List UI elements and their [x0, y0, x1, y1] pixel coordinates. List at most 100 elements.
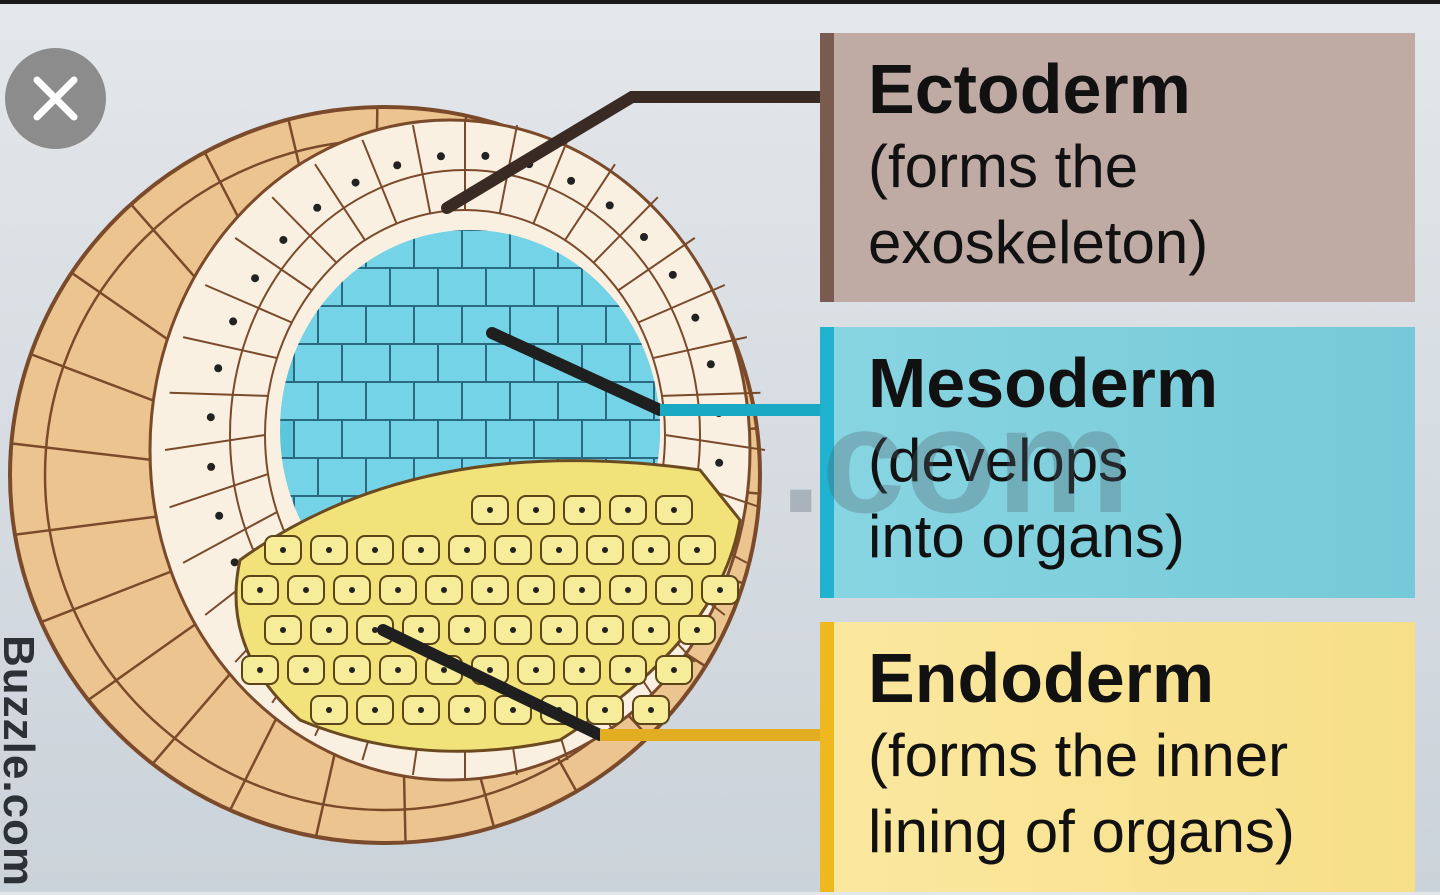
cell-nucleus: [533, 667, 539, 673]
cell: [317, 305, 367, 345]
cell: [280, 381, 319, 421]
mesoderm-leader-dark: [486, 327, 666, 416]
cell: [581, 419, 631, 459]
cell-nucleus: [418, 627, 424, 633]
cell-nucleus: [279, 235, 288, 244]
cell-nucleus: [349, 667, 355, 673]
cell-nucleus: [464, 627, 470, 633]
cell-nucleus: [418, 707, 424, 713]
cell: [317, 457, 367, 497]
cell-nucleus: [533, 507, 539, 513]
cell: [461, 381, 511, 421]
cell-nucleus: [533, 587, 539, 593]
cell-nucleus: [671, 507, 677, 513]
cell: [557, 305, 607, 345]
cell-wall: [361, 139, 398, 224]
cell-nucleus: [229, 317, 238, 326]
cell: [437, 419, 487, 459]
cell-wall: [314, 163, 366, 241]
cell-wall: [564, 163, 616, 241]
cell-nucleus: [556, 547, 562, 553]
cell-wall: [637, 284, 726, 324]
endoderm-accent-bar: [820, 622, 834, 892]
cell: [629, 419, 660, 459]
cell-nucleus: [206, 413, 215, 422]
cell-nucleus: [671, 667, 677, 673]
cell-nucleus: [694, 547, 700, 553]
cell-nucleus: [602, 627, 608, 633]
ectoderm-leader: [441, 91, 826, 214]
cell-nucleus: [441, 667, 447, 673]
cell-nucleus: [567, 176, 576, 185]
cell-nucleus: [648, 707, 654, 713]
cell-nucleus: [706, 360, 715, 369]
cell-nucleus: [207, 462, 216, 471]
cell-nucleus: [648, 627, 654, 633]
cell-wall: [182, 336, 278, 360]
cell: [461, 230, 511, 269]
ectoderm-desc-1: (forms the: [868, 133, 1139, 200]
label-endoderm: Endoderm (forms the inner lining of orga…: [820, 622, 1415, 892]
cell-nucleus: [230, 558, 239, 567]
cell-nucleus: [605, 201, 614, 210]
cell-wall: [592, 196, 659, 264]
cell-nucleus: [487, 587, 493, 593]
cell-nucleus: [441, 587, 447, 593]
cell: [533, 267, 583, 307]
cell: [293, 343, 343, 383]
cell-nucleus: [303, 667, 309, 673]
cell-nucleus: [280, 627, 286, 633]
close-button[interactable]: [5, 48, 106, 149]
cell: [365, 381, 415, 421]
cell-wall: [411, 124, 432, 214]
watermark-side: Buzzle.com: [0, 635, 43, 888]
cell-nucleus: [349, 587, 355, 593]
cell-nucleus: [372, 547, 378, 553]
cell-nucleus: [464, 707, 470, 713]
endoderm-desc-2: lining of organs): [868, 798, 1295, 865]
endoderm-desc-1: (forms the inner: [868, 722, 1289, 789]
cell-nucleus: [326, 627, 332, 633]
leader-lines: [377, 91, 826, 741]
cell-nucleus: [395, 667, 401, 673]
cell-nucleus: [625, 667, 631, 673]
cell-wall: [652, 336, 748, 360]
cell-nucleus: [625, 507, 631, 513]
cell-nucleus: [579, 667, 585, 673]
cell-nucleus: [215, 511, 224, 520]
mesoderm-desc-1: (develops: [868, 427, 1129, 494]
cell-nucleus: [351, 178, 360, 187]
cell: [485, 419, 535, 459]
cell-wall: [169, 391, 269, 397]
cell: [389, 267, 439, 307]
cell-nucleus: [602, 707, 608, 713]
cell-nucleus: [717, 587, 723, 593]
cell-nucleus: [556, 627, 562, 633]
cell-nucleus: [510, 547, 516, 553]
cell-nucleus: [257, 587, 263, 593]
cell: [509, 381, 559, 421]
label-ectoderm: Ectoderm (forms the exoskeleton): [820, 33, 1415, 302]
cell-nucleus: [639, 233, 648, 242]
close-icon: [33, 76, 78, 121]
cell: [389, 419, 439, 459]
cell-nucleus: [214, 364, 223, 373]
cell-nucleus: [671, 587, 677, 593]
endoderm-leader-dark: [377, 624, 606, 741]
cell-nucleus: [395, 587, 401, 593]
cell-nucleus: [436, 152, 445, 161]
cell: [557, 381, 607, 421]
cell-wall: [532, 139, 569, 224]
cell-nucleus: [326, 547, 332, 553]
cell: [317, 381, 367, 421]
cell: [341, 343, 391, 383]
cell-nucleus: [602, 547, 608, 553]
cell-wall: [234, 237, 313, 292]
cell-nucleus: [313, 203, 322, 212]
mesoderm-accent-bar: [820, 327, 834, 598]
cell-nucleus: [372, 707, 378, 713]
mesoderm-desc-2: into organs): [868, 503, 1185, 570]
mesoderm-title: Mesoderm: [868, 344, 1219, 422]
cell-nucleus: [481, 151, 490, 160]
cell-wall: [271, 196, 338, 264]
